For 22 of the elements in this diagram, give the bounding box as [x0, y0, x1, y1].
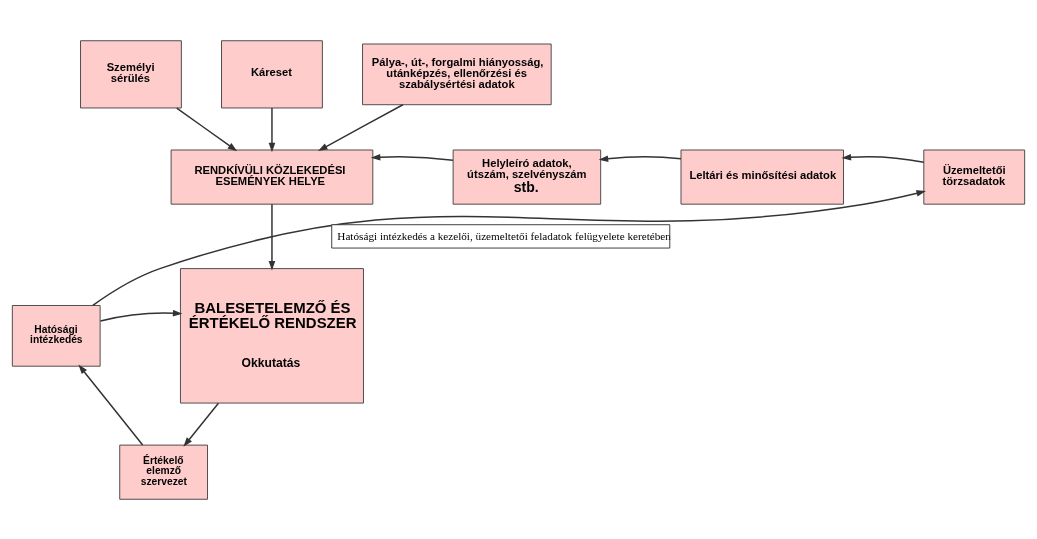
- arrow: [370, 153, 454, 161]
- arrow: [268, 106, 276, 152]
- node-box: Személyi sérülés: [80, 39, 182, 108]
- node-box: Helyleíró adatok, útszám, szelvényszám stb.: [452, 149, 602, 205]
- arrow: [78, 364, 144, 446]
- arrow: [268, 203, 276, 271]
- node-box: Káreset: [221, 39, 323, 108]
- arrow: [318, 103, 404, 151]
- arrow: [92, 189, 926, 306]
- arrow: [183, 402, 220, 447]
- node-box: Leltári és minősítési adatok: [680, 149, 844, 205]
- node-box: Hatósági intézkedés: [11, 304, 101, 367]
- arrow: [598, 154, 682, 162]
- edge-label: Hatósági intézkedés a kezelői, üzemeltetői feladatok felügyelete keretében: [337, 229, 671, 242]
- arrow: [841, 153, 925, 163]
- node-box: RENDKÍVÜLI KÖZLEKEDÉSI ESEMÉNYEK HELYE: [170, 149, 374, 205]
- arrow: [99, 309, 183, 322]
- node-box: Üzemeltetői törzsadatok: [923, 149, 1026, 205]
- arrow: [176, 106, 238, 151]
- node-box: Pálya-, út-, forgalmi hiányosság, utánképzés, ellenőrzési és szabálysértési adatok: [362, 43, 552, 105]
- node-box: BALESETELEMZŐ ÉS ÉRTÉKELŐ RENDSZER Okkutatás: [179, 267, 364, 404]
- node-box: Értékelő elemző szervezet: [119, 444, 208, 500]
